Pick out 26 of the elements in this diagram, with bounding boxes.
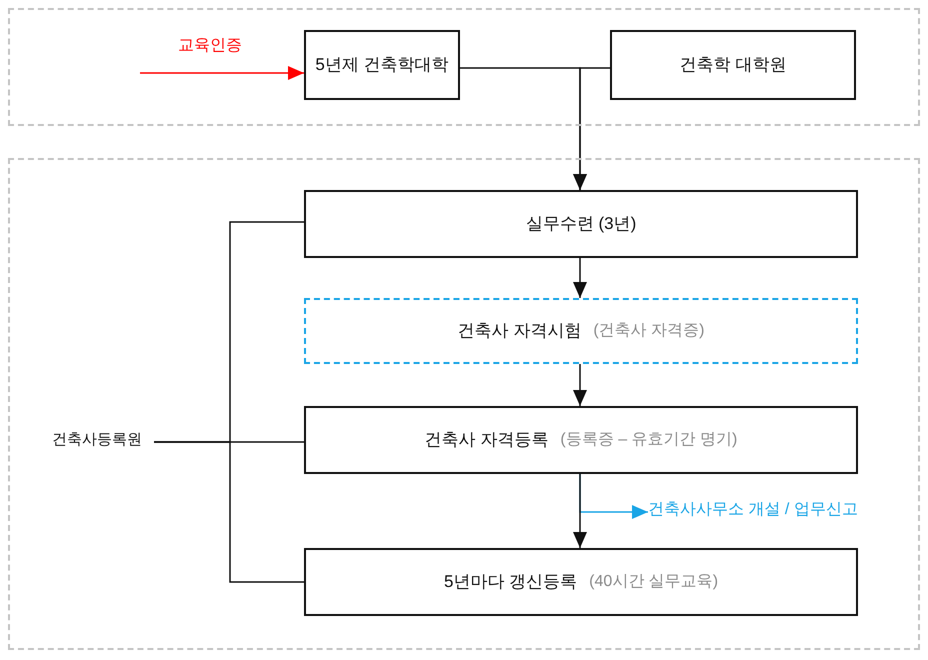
note-label: (건축사 자격증) [593, 321, 704, 341]
note-label: (40시간 실무교육) [589, 572, 718, 592]
dashed-frame [8, 158, 920, 650]
side-label: 건축사사무소 개설 / 업무신고 [648, 500, 858, 520]
arrow [573, 474, 587, 548]
step-label: 5년마다 갱신등록 [444, 572, 578, 592]
step-label: 건축사 자격등록 [424, 430, 548, 450]
process-box [304, 406, 858, 474]
dashed-frame [8, 8, 920, 126]
process-box [610, 30, 856, 100]
connector-line [154, 441, 304, 583]
process-box [304, 30, 460, 100]
exam-box [304, 298, 858, 364]
arrow [573, 258, 587, 298]
org-name: 건축사등록원 [52, 431, 154, 449]
step-label: 5년제 건축학대학 [315, 54, 449, 76]
step-label: 실무수련 (3년) [526, 214, 636, 234]
process-box [304, 548, 858, 616]
arrow [573, 364, 587, 406]
step-label: 건축학 대학원 [680, 54, 786, 76]
step-label: 건축사 자격시험 [458, 320, 582, 342]
edge-label: 교육인증 [178, 36, 242, 56]
arrow [140, 66, 304, 80]
process-box [304, 190, 858, 258]
arrow [573, 67, 610, 190]
note-label: (등록증 – 유효기간 명기) [560, 430, 738, 450]
